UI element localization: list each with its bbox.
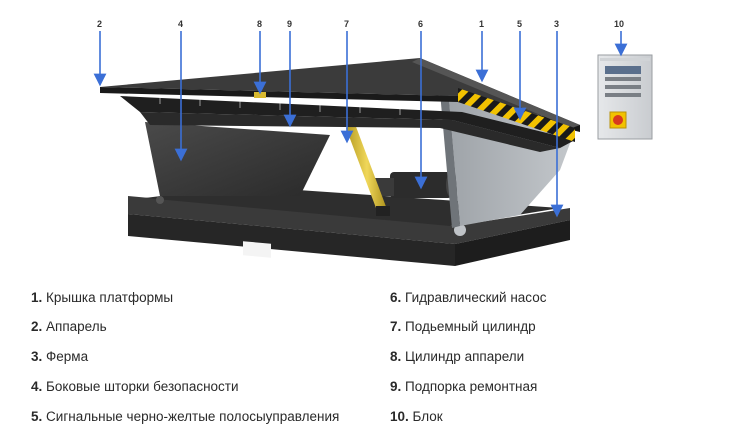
legend-text: Сигнальные черно-желтые полосыуправления xyxy=(46,409,340,424)
callout-number-5: 5 xyxy=(517,19,522,29)
legend-text: Подьемный цилиндр xyxy=(405,319,536,334)
left-safety-shutter xyxy=(145,122,330,196)
callout-lines xyxy=(93,31,628,218)
legend-number: 6. xyxy=(390,290,402,305)
lip-cylinder xyxy=(254,92,266,98)
callout-number-1: 1 xyxy=(479,19,484,29)
legend-text: Боковые шторки безопасности xyxy=(46,379,239,394)
legend-text: Крышка платформы xyxy=(46,290,174,305)
legend-item-2: 2. Аппарель xyxy=(31,319,107,335)
legend-number: 7. xyxy=(390,319,402,334)
legend-number: 1. xyxy=(31,290,43,305)
legend-text: Гидравлический насос xyxy=(405,290,547,305)
callout-number-8: 8 xyxy=(257,19,262,29)
legend-item-9: 9. Подпорка ремонтная xyxy=(390,379,537,395)
legend-text: Подпорка ремонтная xyxy=(405,379,538,394)
callout-number-10: 10 xyxy=(614,19,624,29)
hydraulic-pump xyxy=(372,172,458,198)
legend-number: 10. xyxy=(390,409,409,424)
legend-item-8: 8. Цилиндр аппарели xyxy=(390,349,524,365)
legend-number: 4. xyxy=(31,379,43,394)
callout-number-6: 6 xyxy=(418,19,423,29)
legend-text: Цилиндр аппарели xyxy=(405,349,525,364)
legend-number: 2. xyxy=(31,319,43,334)
legend-number: 8. xyxy=(390,349,402,364)
legend-item-6: 6. Гидравлический насос xyxy=(390,290,546,306)
callout-number-3: 3 xyxy=(554,19,559,29)
legend-text: Блок xyxy=(412,409,443,424)
legend-item-5: 5. Сигнальные черно-желтые полосыуправле… xyxy=(31,409,339,425)
legend-number: 3. xyxy=(31,349,43,364)
lift-cylinder xyxy=(346,124,390,216)
legend-number: 5. xyxy=(31,409,43,424)
callout-number-7: 7 xyxy=(344,19,349,29)
dock-leveler-diagram: 2 4 8 9 7 6 1 5 3 10 xyxy=(93,19,653,266)
callout-number-9: 9 xyxy=(287,19,292,29)
platform-beams xyxy=(120,96,575,152)
control-box xyxy=(597,54,653,140)
legend-item-4: 4. Боковые шторки безопасности xyxy=(31,379,239,395)
legend-item-10: 10. Блок xyxy=(390,409,443,425)
legend-item-7: 7. Подьемный цилиндр xyxy=(390,319,536,335)
legend-text: Аппарель xyxy=(46,319,107,334)
callout-number-2: 2 xyxy=(97,19,102,29)
lip-ribs xyxy=(159,96,401,115)
legend-item-3: 3. Ферма xyxy=(31,349,88,365)
legend-text: Ферма xyxy=(46,349,89,364)
callout-numbers: 2 4 8 9 7 6 1 5 3 10 xyxy=(97,19,624,29)
legend-number: 9. xyxy=(390,379,402,394)
legend-item-1: 1. Крышка платформы xyxy=(31,290,173,306)
callout-number-4: 4 xyxy=(178,19,183,29)
